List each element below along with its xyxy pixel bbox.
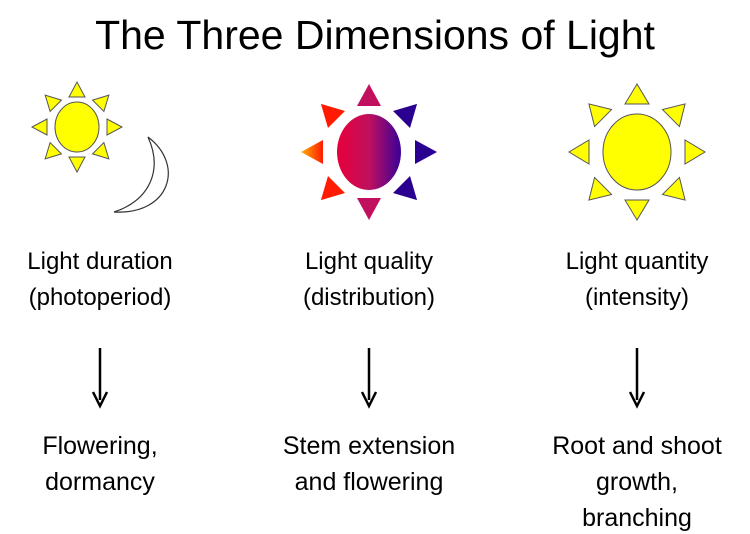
sun-ray bbox=[68, 156, 86, 174]
sun-icon bbox=[30, 80, 124, 174]
label-title: Light quality bbox=[304, 248, 434, 275]
large-sun-icon bbox=[568, 83, 706, 221]
label-subtitle: (intensity) bbox=[584, 284, 690, 311]
label-quantity: Light quantity (intensity) bbox=[512, 244, 750, 316]
effect-line: Flowering, bbox=[42, 432, 158, 460]
moon-icon bbox=[113, 136, 169, 213]
effect-duration: Flowering, dormancy bbox=[0, 428, 225, 500]
sun-ray bbox=[320, 103, 345, 128]
sun-body bbox=[337, 114, 401, 190]
arrow-down-icon bbox=[628, 348, 646, 409]
spectrum-sun-icon bbox=[301, 84, 437, 220]
label-title: Light quantity bbox=[565, 248, 709, 275]
arrow-down-icon bbox=[91, 348, 109, 409]
arrow-down-icon bbox=[360, 348, 378, 409]
sun-ray bbox=[588, 176, 613, 201]
sun-ray bbox=[106, 118, 124, 136]
sun-ray bbox=[661, 176, 686, 201]
sun-ray bbox=[684, 139, 706, 165]
effect-line: dormancy bbox=[45, 468, 155, 496]
sun-ray bbox=[91, 94, 110, 113]
label-subtitle: (photoperiod) bbox=[28, 284, 172, 311]
sun-ray bbox=[393, 176, 418, 201]
label-subtitle: (distribution) bbox=[302, 284, 436, 311]
sun-ray bbox=[624, 199, 650, 221]
sun-ray bbox=[393, 103, 418, 128]
sun-ray bbox=[357, 198, 381, 220]
sun-ray bbox=[301, 140, 323, 164]
sun-ray bbox=[568, 139, 590, 165]
sun-ray bbox=[357, 84, 381, 106]
sun-ray bbox=[320, 176, 345, 201]
sun-ray bbox=[624, 83, 650, 105]
sun-ray bbox=[44, 141, 63, 160]
label-quality: Light quality (distribution) bbox=[244, 244, 494, 316]
sun-body bbox=[54, 101, 100, 153]
effect-line: growth, bbox=[596, 468, 678, 496]
sun-ray bbox=[91, 141, 110, 160]
effect-quantity: Root and shoot growth, branching bbox=[512, 428, 750, 534]
sun-ray bbox=[661, 103, 686, 128]
effect-line: and flowering bbox=[294, 468, 444, 496]
label-title: Light duration bbox=[27, 248, 173, 275]
effect-line: branching bbox=[582, 504, 692, 532]
diagram-title: The Three Dimensions of Light bbox=[95, 12, 655, 58]
sun-ray bbox=[588, 103, 613, 128]
sun-ray bbox=[30, 118, 48, 136]
effect-line: Root and shoot bbox=[552, 432, 722, 460]
sun-ray bbox=[415, 140, 437, 164]
effect-quality: Stem extension and flowering bbox=[244, 428, 494, 500]
sun-body bbox=[602, 113, 672, 191]
label-duration: Light duration (photoperiod) bbox=[0, 244, 225, 316]
sun-ray bbox=[68, 80, 86, 98]
sun-ray bbox=[44, 94, 63, 113]
effect-line: Stem extension bbox=[282, 432, 456, 460]
